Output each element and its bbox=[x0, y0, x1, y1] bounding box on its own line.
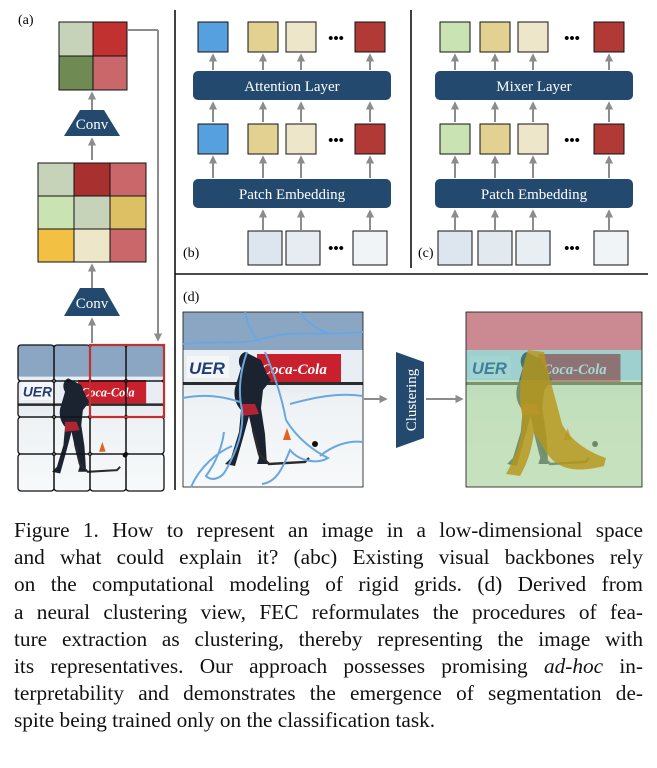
caption-line-6-start: its representatives. Our approach posses… bbox=[14, 654, 544, 679]
panel-b: ••• Attention Layer ••• Patch Embedding bbox=[183, 21, 391, 266]
attention-layer-block bbox=[193, 71, 391, 100]
panel-b-image-patches bbox=[247, 230, 388, 266]
figure-1: UER Coca-Cola (a) Conv Conv bbox=[17, 10, 648, 492]
panel-a-mid-features bbox=[37, 162, 147, 263]
patch-embedding-block-b bbox=[193, 179, 391, 208]
panel-a-grid-image bbox=[17, 343, 166, 492]
caption-line-1: Figure 1. How to represent an image in a… bbox=[14, 518, 643, 542]
panel-b-mid-tokens bbox=[197, 123, 386, 155]
panel-c-mid-tokens bbox=[439, 123, 625, 155]
panel-c-image-patches bbox=[437, 230, 629, 266]
caption-line-6: its representatives. Our approach posses… bbox=[14, 653, 643, 680]
patch-embedding-label-c: Patch Embedding bbox=[481, 187, 588, 203]
panel-c-ellipsis-mid: ••• bbox=[564, 133, 580, 149]
panel-b-output-tokens bbox=[197, 21, 386, 53]
panel-b-ellipsis-bottom: ••• bbox=[328, 241, 344, 257]
patch-embedding-label-b: Patch Embedding bbox=[239, 187, 346, 203]
caption-line-2: and what could explain it? (abc) Existin… bbox=[14, 545, 643, 570]
caption-line-4: a neural clustering view, FEC reformulat… bbox=[14, 599, 643, 624]
caption-line-6-end: in- bbox=[603, 654, 643, 679]
panel-c-ellipsis-bottom: ••• bbox=[564, 241, 580, 257]
panel-c-output-tokens bbox=[439, 21, 625, 53]
panel-a-tag: (a) bbox=[18, 13, 34, 28]
panel-b-ellipsis-top: ••• bbox=[328, 31, 344, 47]
panel-d-tag: (d) bbox=[183, 290, 200, 305]
conv-top-label: Conv bbox=[76, 117, 109, 133]
panel-c-tag: (c) bbox=[418, 246, 434, 261]
panel-b-tag: (b) bbox=[183, 246, 200, 261]
figure-caption: Figure 1. How to represent an image in a… bbox=[14, 517, 643, 735]
panel-c-ellipsis-top: ••• bbox=[564, 31, 580, 47]
conv-block-bottom bbox=[64, 288, 120, 316]
caption-line-8: spite being trained only on the classifi… bbox=[14, 708, 436, 733]
caption-line-3: on the computational modeling of rigid g… bbox=[14, 572, 643, 597]
caption-adhoc: ad-hoc bbox=[543, 654, 604, 679]
panel-c: ••• Mixer Layer ••• Patch Embedding bbox=[418, 21, 633, 266]
panel-d-input-image bbox=[182, 311, 364, 488]
attention-layer-label: Attention Layer bbox=[244, 79, 339, 95]
panel-d-segmented-image bbox=[465, 311, 643, 488]
clustering-block bbox=[396, 352, 424, 448]
conv-bottom-label: Conv bbox=[76, 296, 109, 312]
caption-line-7: terpretability and demonstrates the emer… bbox=[14, 681, 643, 706]
mixer-layer-label: Mixer Layer bbox=[496, 79, 571, 95]
panel-a-top-features bbox=[58, 21, 128, 91]
clustering-label: Clustering bbox=[404, 368, 420, 431]
conv-block-top bbox=[64, 110, 120, 136]
caption-line-5: ture extraction as clustering, thereby r… bbox=[14, 626, 643, 651]
mixer-layer-block bbox=[435, 71, 633, 100]
figure-canvas: UER Coca-Cola (a) Conv Conv bbox=[17, 10, 648, 492]
panel-b-ellipsis-mid: ••• bbox=[328, 133, 344, 149]
patch-embedding-block-c bbox=[435, 179, 633, 208]
